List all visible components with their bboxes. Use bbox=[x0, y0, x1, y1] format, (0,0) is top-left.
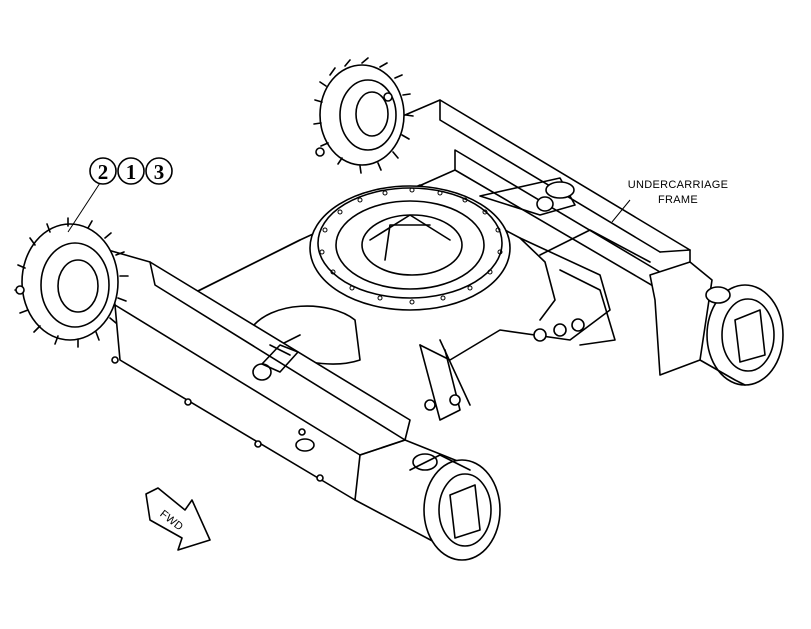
forward-direction-arrow: FWD bbox=[145, 487, 211, 551]
front-idler-wheel bbox=[409, 453, 501, 561]
part-callouts: 2 1 3 bbox=[67, 157, 173, 233]
callout-2: 2 bbox=[98, 160, 109, 184]
callout-1: 1 bbox=[126, 160, 137, 184]
rear-idler-wheel bbox=[649, 261, 784, 386]
callout-bubble-3 bbox=[145, 157, 173, 185]
swing-bearing-ring bbox=[309, 185, 511, 311]
callout-3: 3 bbox=[154, 160, 165, 184]
front-drive-sprocket bbox=[14, 217, 129, 348]
rear-drive-sprocket bbox=[313, 57, 414, 174]
frame-label-line1: UNDERCARRIAGE bbox=[628, 179, 728, 191]
frame-label: UNDERCARRIAGE FRAME bbox=[611, 179, 728, 223]
callout-bubble-2 bbox=[89, 157, 117, 185]
callout-bubble-1 bbox=[117, 157, 145, 185]
frame-label-line2: FRAME bbox=[658, 194, 698, 206]
